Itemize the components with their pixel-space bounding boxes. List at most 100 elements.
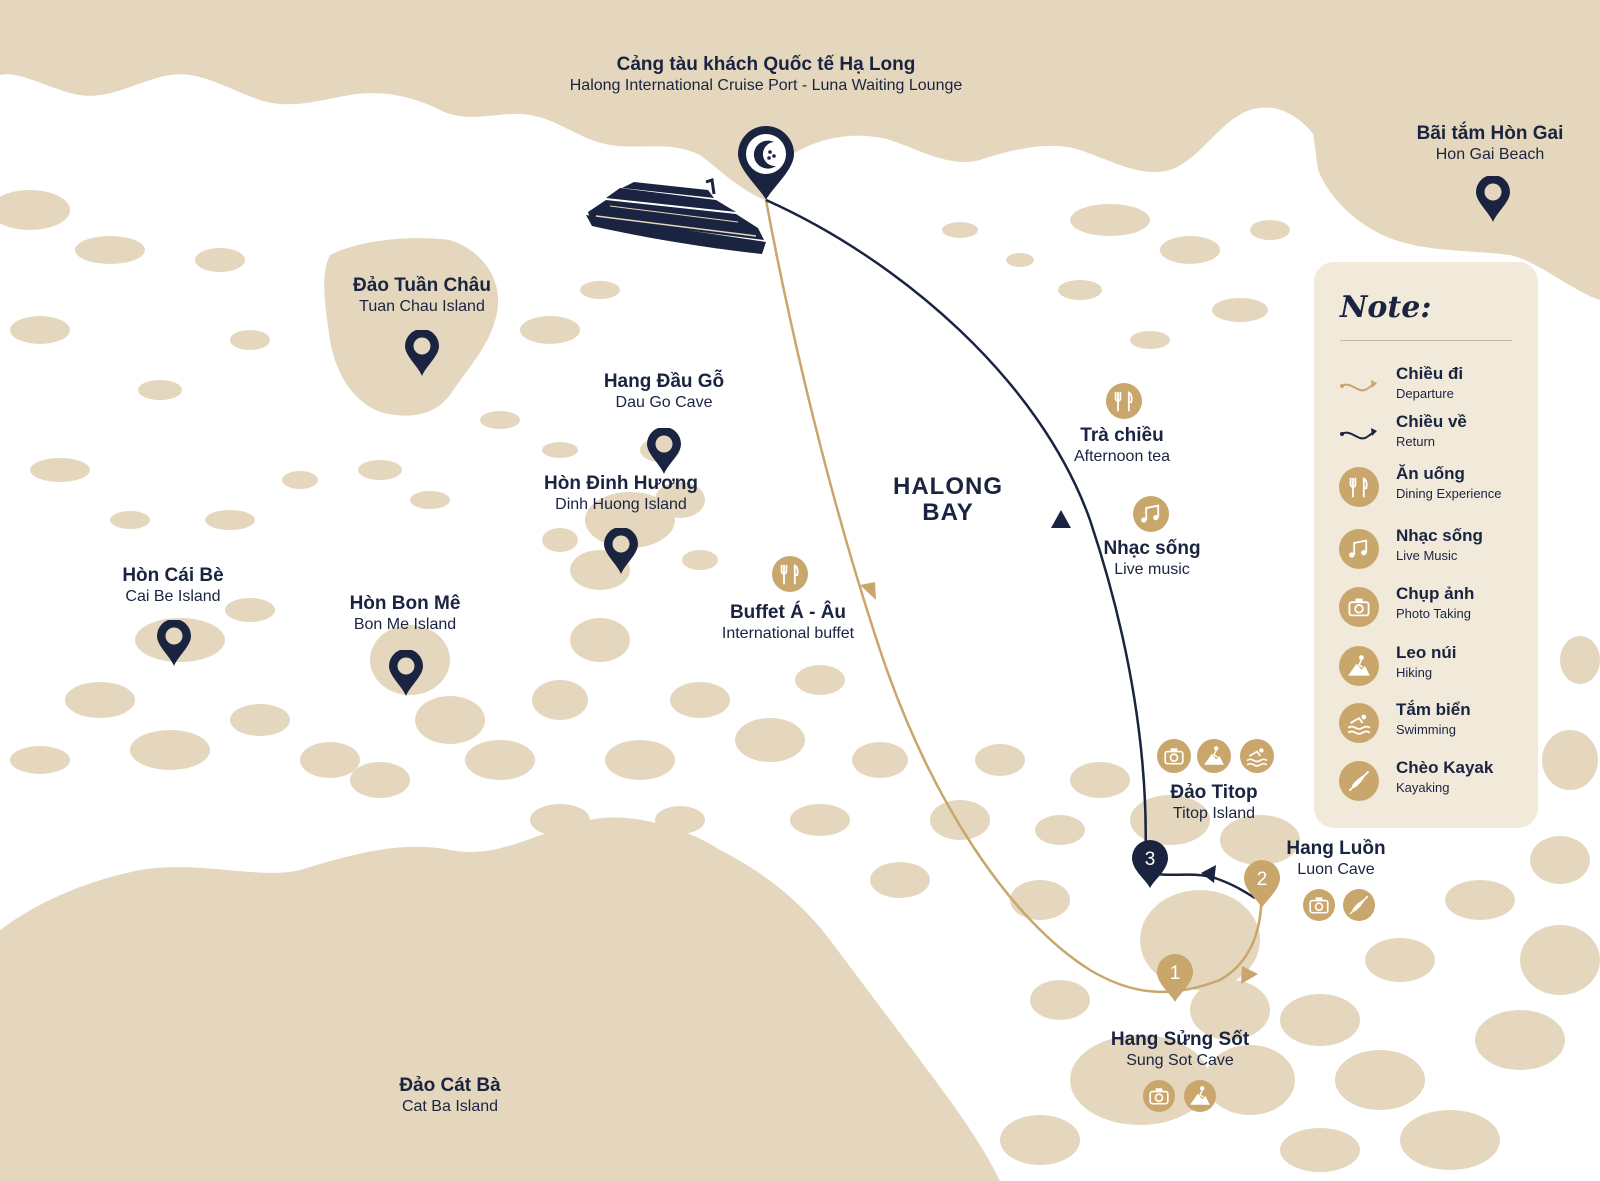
place-label-dinh-huong: Hòn Đinh Hương Dinh Huong Island bbox=[544, 473, 698, 515]
cat-ba-landmass bbox=[0, 817, 1000, 1181]
hon-gai-landmass bbox=[1310, 102, 1600, 300]
tuan-chau-landmass bbox=[324, 238, 499, 416]
legend-label-vn: Ăn uống bbox=[1396, 464, 1465, 483]
stop-marker-3: 3 bbox=[1132, 840, 1168, 888]
swimming-icon bbox=[1339, 703, 1379, 743]
stop-name-vn: Hang Sửng Sốt bbox=[1110, 1029, 1250, 1050]
port-name-vn: Cảng tàu khách Quốc tế Hạ Long bbox=[616, 54, 916, 75]
dining-icon bbox=[1339, 467, 1379, 507]
stop-number-3: 3 bbox=[1145, 849, 1156, 870]
place-name-en: Dau Go Cave bbox=[615, 394, 713, 411]
place-name-vn: Hòn Bon Mê bbox=[349, 593, 461, 614]
legend-label-en: Dining Experience bbox=[1396, 486, 1502, 501]
camera-icon bbox=[1157, 739, 1191, 773]
bay-label: HALONG BAY bbox=[893, 474, 1003, 526]
place-name-vn: Hang Đầu Gỗ bbox=[603, 371, 725, 392]
legend-title: Note: bbox=[1340, 290, 1432, 325]
legend-label-vn: Leo núi bbox=[1396, 643, 1457, 662]
place-name-en: Hon Gai Beach bbox=[1435, 146, 1545, 163]
cruise-ship-icon bbox=[586, 178, 766, 254]
return-arrow-icon bbox=[1340, 428, 1377, 440]
place-name-en: Dinh Huong Island bbox=[555, 496, 687, 513]
hiking-icon bbox=[1197, 739, 1231, 773]
stop-marker-1: 1 bbox=[1157, 954, 1193, 1002]
stop-name-en: Titop Island bbox=[1172, 805, 1256, 822]
place-name-vn: Đảo Tuần Châu bbox=[353, 275, 491, 296]
place-name-vn: Đảo Cát Bà bbox=[399, 1075, 501, 1096]
activity-label-live-music: Nhạc sống Live music bbox=[1103, 538, 1200, 580]
port-pin-icon bbox=[738, 126, 794, 200]
legend-item-swimming: Tắm biển Swimming bbox=[1338, 698, 1538, 744]
legend-item-music: Nhạc sống Live Music bbox=[1338, 524, 1538, 570]
camera-icon bbox=[1143, 1080, 1175, 1112]
dining-icon bbox=[1106, 383, 1142, 419]
legend-item-photo: Chụp ảnh Photo Taking bbox=[1338, 582, 1538, 628]
legend-label-vn: Chiều về bbox=[1396, 412, 1467, 431]
departure-arrow bbox=[860, 582, 876, 600]
stop-name-en: Luon Cave bbox=[1297, 861, 1375, 878]
legend-item-return: Chiều về Return bbox=[1338, 410, 1538, 456]
mainland-coast bbox=[0, 0, 1600, 300]
place-name-vn: Hòn Đinh Hương bbox=[544, 473, 698, 494]
place-label-bon-me: Hòn Bon Mê Bon Me Island bbox=[350, 593, 461, 635]
place-label-cai-be: Hòn Cái Bè Cai Be Island bbox=[122, 565, 223, 607]
legend-label-en: Photo Taking bbox=[1396, 606, 1471, 621]
place-name-vn: Bãi tắm Hòn Gai bbox=[1416, 123, 1564, 144]
place-label-hon-gai: Bãi tắm Hòn Gai Hon Gai Beach bbox=[1417, 123, 1564, 165]
legend-label-en: Return bbox=[1396, 434, 1436, 449]
port-label: Cảng tàu khách Quốc tế Hạ Long Halong In… bbox=[570, 54, 963, 96]
return-arrow-2 bbox=[1201, 865, 1216, 883]
legend-item-departure: Chiều đi Departure bbox=[1338, 362, 1538, 408]
place-name-vn: Hòn Cái Bè bbox=[122, 565, 224, 586]
place-name-en: Cat Ba Island bbox=[401, 1098, 499, 1115]
port-name-en: Halong International Cruise Port - Luna … bbox=[569, 77, 963, 94]
camera-icon bbox=[1339, 587, 1379, 627]
legend-label-en: Live Music bbox=[1396, 548, 1458, 563]
legend-divider bbox=[1340, 340, 1512, 341]
stop-name-vn: Hang Luồn bbox=[1286, 838, 1386, 859]
stop-label-2: Hang Luồn Luon Cave bbox=[1286, 838, 1385, 880]
dining-icon bbox=[772, 556, 808, 592]
kayak-icon bbox=[1339, 761, 1379, 801]
legend-item-hiking: Leo núi Hiking bbox=[1338, 641, 1538, 687]
departure-route bbox=[764, 199, 1263, 994]
stop-label-3: Đảo Titop Titop Island bbox=[1170, 782, 1257, 824]
activity-name-vn: Nhạc sống bbox=[1103, 538, 1201, 559]
legend-item-kayak: Chèo Kayak Kayaking bbox=[1338, 756, 1538, 802]
activity-label-buffet: Buffet Á - Âu International buffet bbox=[722, 602, 854, 644]
camera-icon bbox=[1303, 889, 1335, 921]
stop-name-vn: Đảo Titop bbox=[1170, 782, 1258, 803]
activity-name-en: Live music bbox=[1114, 561, 1190, 578]
legend-label-en: Kayaking bbox=[1396, 780, 1450, 795]
place-name-en: Bon Me Island bbox=[353, 616, 457, 633]
activity-name-en: Afternoon tea bbox=[1073, 448, 1171, 465]
legend-label-vn: Chèo Kayak bbox=[1396, 758, 1494, 777]
place-name-en: Cai Be Island bbox=[125, 588, 221, 605]
place-label-tuan-chau: Đảo Tuần Châu Tuan Chau Island bbox=[353, 275, 491, 317]
legend-label-vn: Chụp ảnh bbox=[1396, 584, 1475, 603]
activity-label-afternoon-tea: Trà chiều Afternoon tea bbox=[1074, 425, 1170, 467]
legend-label-vn: Tắm biển bbox=[1396, 700, 1471, 719]
stop-marker-2: 2 bbox=[1244, 860, 1280, 908]
stop-label-1: Hang Sửng Sốt Sung Sot Cave bbox=[1111, 1029, 1249, 1071]
legend-label-en: Hiking bbox=[1396, 665, 1433, 680]
place-name-en: Tuan Chau Island bbox=[359, 298, 485, 315]
activity-name-vn: Trà chiều bbox=[1080, 425, 1164, 446]
activity-name-en: International buffet bbox=[721, 625, 855, 642]
legend-label-vn: Nhạc sống bbox=[1396, 526, 1483, 545]
stop-number-2: 2 bbox=[1257, 869, 1268, 890]
place-label-cat-ba: Đảo Cát Bà Cat Ba Island bbox=[399, 1075, 500, 1117]
departure-arrow-icon bbox=[1340, 380, 1377, 392]
stop-number-1: 1 bbox=[1170, 963, 1181, 984]
departure-arrow-2 bbox=[1241, 966, 1258, 984]
legend-item-dining: Ăn uống Dining Experience bbox=[1338, 462, 1538, 508]
hiking-icon bbox=[1184, 1080, 1216, 1112]
stop-name-en: Sung Sot Cave bbox=[1126, 1052, 1234, 1069]
music-icon bbox=[1339, 529, 1379, 569]
return-arrow bbox=[1051, 510, 1071, 528]
bay-label-line-1: HALONG bbox=[893, 473, 1003, 500]
legend-label-en: Departure bbox=[1396, 386, 1454, 401]
hiking-icon bbox=[1339, 646, 1379, 686]
activity-name-vn: Buffet Á - Âu bbox=[729, 602, 847, 623]
